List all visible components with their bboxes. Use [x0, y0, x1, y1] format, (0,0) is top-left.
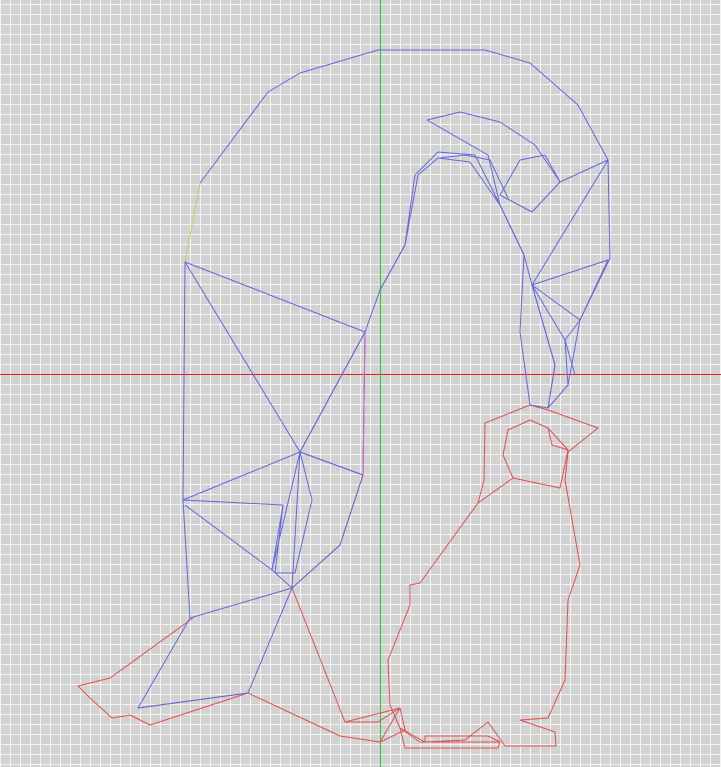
crest-right[interactable] — [531, 159, 609, 286]
body-diag[interactable] — [184, 504, 293, 589]
tail-mesh[interactable] — [137, 587, 293, 709]
neck-notch[interactable] — [547, 427, 569, 451]
foot-row-inner[interactable] — [424, 735, 501, 743]
jaw-mesh[interactable] — [531, 259, 609, 409]
neck-link[interactable] — [477, 477, 514, 504]
selected-edge[interactable] — [362, 331, 366, 476]
crest-diag[interactable] — [426, 119, 501, 206]
crest-mesh[interactable] — [426, 111, 561, 213]
lower-body-outline[interactable] — [387, 404, 599, 747]
crest-inner[interactable] — [439, 154, 509, 199]
tail-joint[interactable] — [344, 707, 401, 743]
body-right-link[interactable] — [291, 451, 364, 589]
body-inner-mesh[interactable] — [182, 451, 313, 574]
highlight-edge[interactable] — [184, 182, 201, 263]
jaw-diag[interactable] — [531, 284, 576, 376]
upper-body-mesh[interactable] — [137, 49, 611, 709]
neck-loop[interactable] — [502, 419, 569, 489]
foot-row[interactable] — [399, 727, 501, 749]
